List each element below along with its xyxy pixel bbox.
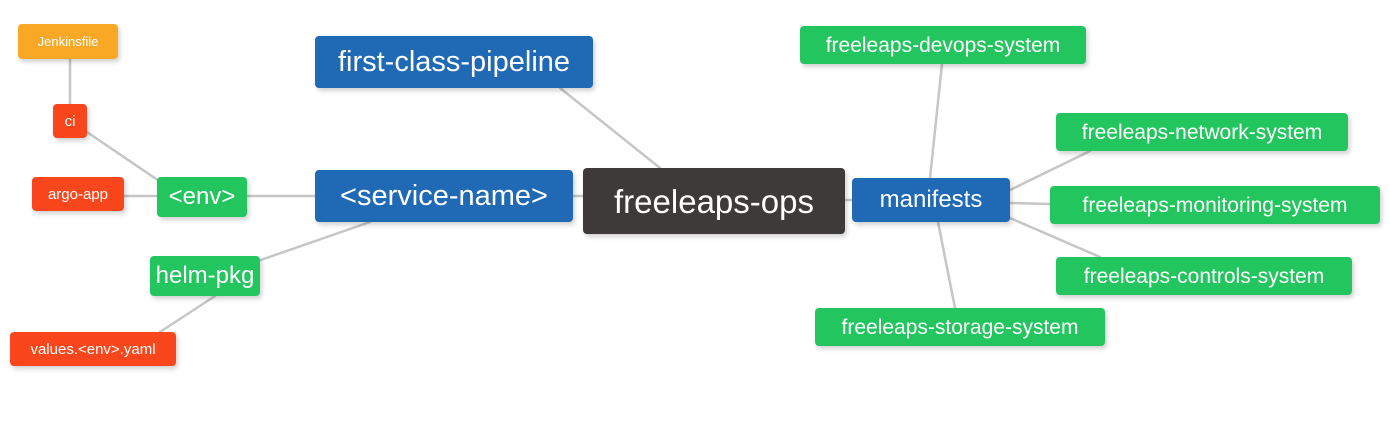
node-env[interactable]: <env>: [157, 177, 247, 217]
node-jenkinsfile[interactable]: Jenkinsfile: [18, 24, 118, 59]
node-argo-app[interactable]: argo-app: [32, 177, 124, 211]
node-label-freeleaps-controls-system: freeleaps-controls-system: [1083, 264, 1325, 288]
node-label-env: <env>: [168, 183, 236, 210]
node-label-helm-pkg: helm-pkg: [155, 262, 255, 289]
node-label-first-class-pipeline: first-class-pipeline: [337, 45, 571, 78]
edge-manifests-monitoring: [1008, 201, 1052, 206]
node-label-freeleaps-network-system: freeleaps-network-system: [1081, 120, 1323, 144]
node-label-freeleaps-monitoring-system: freeleaps-monitoring-system: [1082, 193, 1348, 217]
edge-valuesyaml-helmpkg: [158, 294, 217, 334]
node-freeleaps-monitoring-system[interactable]: freeleaps-monitoring-system: [1050, 186, 1380, 224]
node-freeleaps-controls-system[interactable]: freeleaps-controls-system: [1056, 257, 1352, 295]
edge-manifests-devops: [928, 62, 944, 180]
node-freeleaps-storage-system[interactable]: freeleaps-storage-system: [815, 308, 1105, 346]
node-label-argo-app: argo-app: [47, 185, 109, 203]
node-label-freeleaps-storage-system: freeleaps-storage-system: [841, 315, 1079, 339]
node-helm-pkg[interactable]: helm-pkg: [150, 256, 260, 296]
node-freeleaps-network-system[interactable]: freeleaps-network-system: [1056, 113, 1348, 151]
node-label-freeleaps-ops: freeleaps-ops: [614, 182, 814, 220]
node-label-service-name: <service-name>: [340, 179, 548, 212]
node-service-name[interactable]: <service-name>: [315, 170, 573, 222]
node-ci[interactable]: ci: [53, 104, 87, 138]
edge-helmpkg-servicename: [253, 220, 372, 264]
node-freeleaps-devops-system[interactable]: freeleaps-devops-system: [800, 26, 1086, 64]
node-first-class-pipeline[interactable]: first-class-pipeline: [315, 36, 593, 88]
edge-manifests-storage: [936, 220, 957, 310]
node-label-ci: ci: [64, 112, 76, 130]
node-label-freeleaps-devops-system: freeleaps-devops-system: [825, 33, 1061, 57]
node-values-yaml[interactable]: values.<env>.yaml: [10, 332, 176, 366]
node-freeleaps-ops[interactable]: freeleaps-ops: [583, 168, 845, 234]
node-label-values-yaml: values.<env>.yaml: [30, 340, 156, 358]
node-manifests[interactable]: manifests: [852, 178, 1010, 222]
node-label-manifests: manifests: [879, 186, 983, 213]
edge-pipeline-ops: [558, 86, 662, 170]
edge-manifests-network: [1008, 149, 1092, 192]
node-label-jenkinsfile: Jenkinsfile: [37, 34, 99, 49]
